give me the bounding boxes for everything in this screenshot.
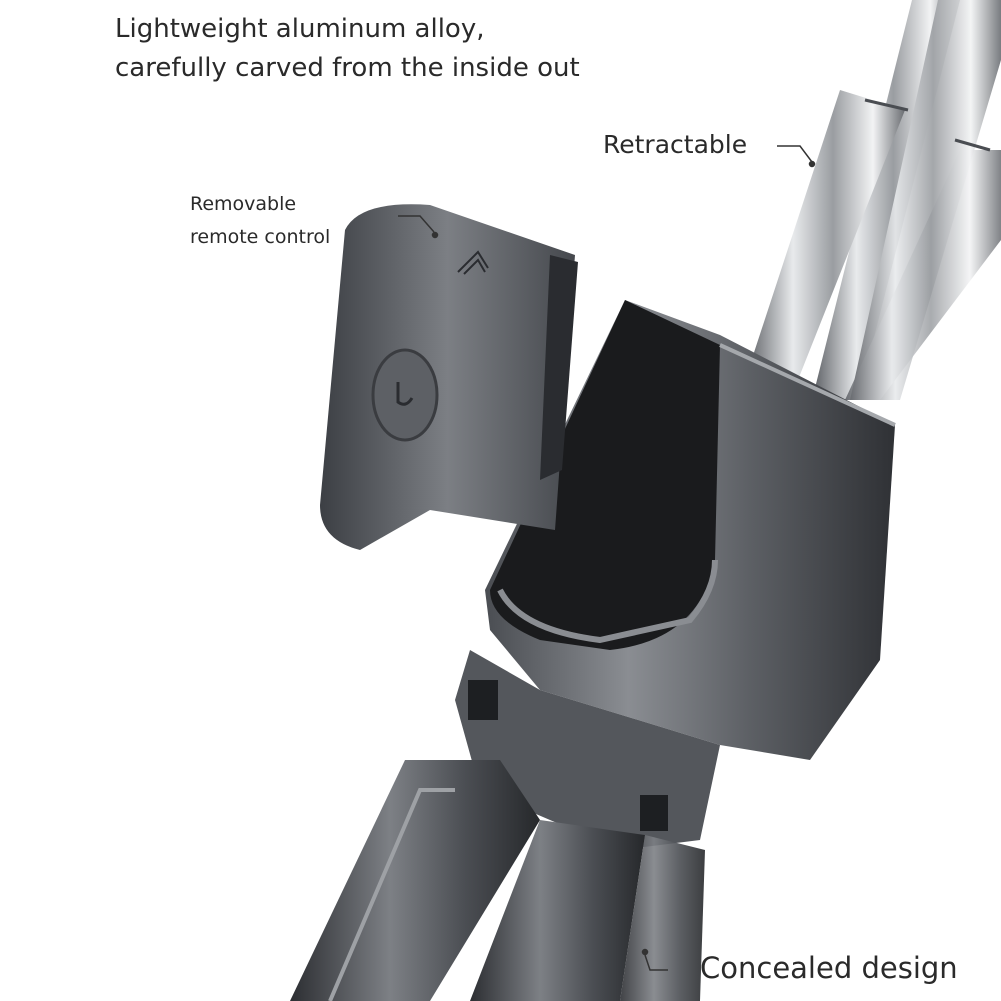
removable-remote-control [320, 204, 578, 550]
remote-label-line-1: Removable [190, 193, 297, 215]
headline-line-2: carefully carved from the inside out [115, 53, 580, 83]
handle-housing [485, 300, 896, 760]
headline-caption: Lightweight aluminum alloy, carefully ca… [115, 10, 580, 88]
removable-remote-label: Removable remote control [190, 188, 330, 254]
concealed-tripod-legs [290, 760, 705, 1001]
retractable-label: Retractable [603, 130, 748, 159]
callout-leader-lines [398, 145, 816, 971]
power-button-icon [371, 348, 439, 442]
wifi-signal-icon [457, 250, 489, 275]
headline-line-1: Lightweight aluminum alloy, [115, 14, 485, 44]
remote-label-line-2: remote control [190, 226, 331, 248]
retractable-pole [745, 0, 1001, 400]
concealed-design-label: Concealed design [700, 951, 958, 985]
